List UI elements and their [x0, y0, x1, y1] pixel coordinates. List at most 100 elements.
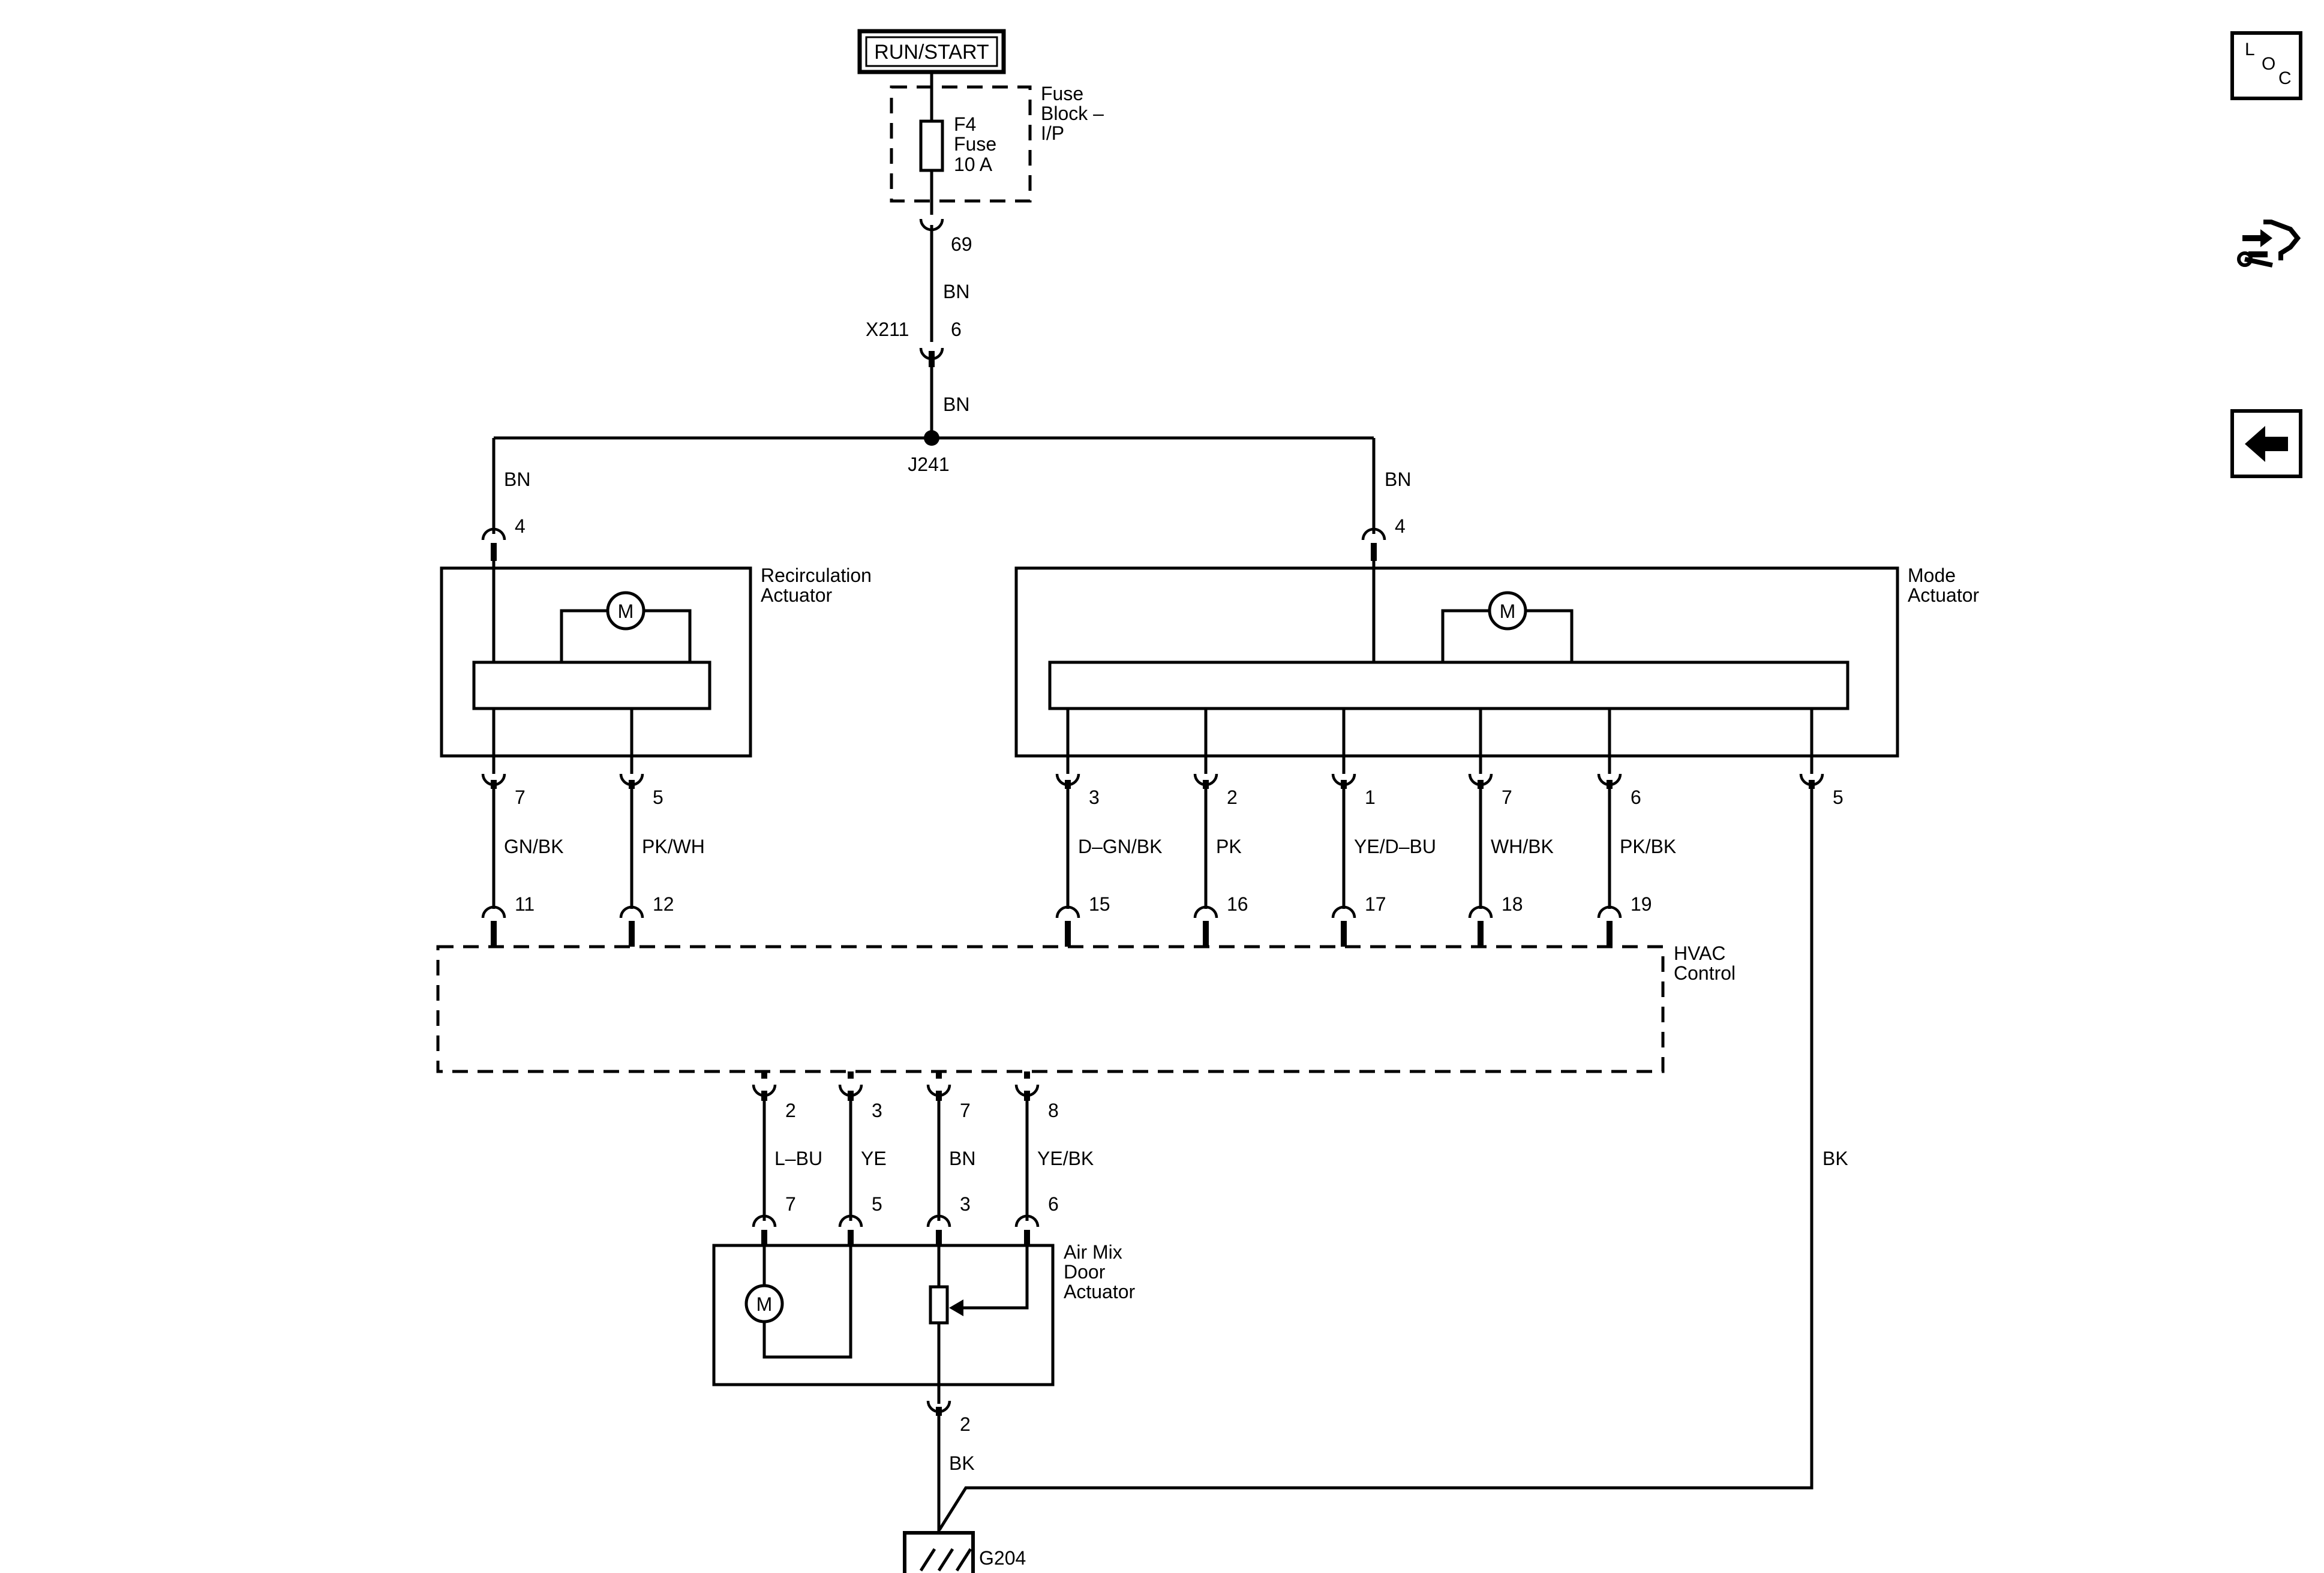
mode-ground-pin: 5	[1833, 786, 1843, 808]
fuse-word: Fuse	[954, 133, 996, 155]
air-mix-actuator: M Air Mix Door Actuator	[712, 1241, 1136, 1404]
connector-x211	[919, 347, 944, 438]
mode-feed	[1361, 438, 1386, 662]
fuse-block-name-2: Block –	[1041, 103, 1104, 124]
mode-out-pin: 3	[1089, 786, 1100, 808]
recirc-out-pin-2: 5	[653, 786, 663, 808]
air-mix-ground-color: BK	[949, 1452, 975, 1474]
mode-ground-wire	[938, 709, 1824, 1531]
hvac-control: HVAC Control	[436, 942, 1736, 1073]
loc-letter-l: L	[2245, 40, 2255, 59]
air-mix-name-2: Door	[1064, 1261, 1106, 1283]
mode-hvac-pin: 16	[1227, 893, 1248, 915]
mode-hvac-pin: 18	[1502, 893, 1523, 915]
recirc-feed-color: BN	[504, 469, 530, 490]
loc-letter-c: C	[2278, 68, 2292, 88]
mode-out-color: PK/BK	[1620, 836, 1676, 857]
air-mix-wire-color: BN	[949, 1148, 975, 1169]
mode-output-4: 7WH/BK 18	[1468, 709, 1554, 947]
recirc-out-pin-1: 7	[515, 786, 526, 808]
recirc-actuator: M Recirculation Actuator	[440, 565, 872, 774]
wrench-arrows-icon	[2237, 220, 2301, 268]
splice-name: J241	[908, 454, 949, 475]
fuse-icon	[919, 119, 944, 172]
hvac-lower-pin: 8	[1048, 1100, 1059, 1121]
recirc-feed	[481, 438, 506, 662]
recirc-out-color-1: GN/BK	[504, 836, 564, 857]
loc-letter-o: O	[2262, 54, 2276, 74]
connector-name: X211	[866, 319, 909, 340]
left-arrow-icon	[2245, 426, 2288, 462]
air-mix-pin: 5	[872, 1193, 882, 1215]
feed-wire-color-upper: BN	[943, 281, 969, 302]
mode-hvac-pin: 15	[1089, 893, 1110, 915]
recirc-name-1: Recirculation	[761, 565, 872, 586]
run-start-label: RUN/START	[874, 41, 989, 64]
air-mix-pin: 3	[960, 1193, 971, 1215]
mode-out-pin: 7	[1502, 786, 1512, 808]
mode-outputs: 3D–GN/BK152PK161YE/D–BU177WH/BK186PK/BK1…	[1055, 709, 1676, 947]
recirc-hvac-pin-1: 11	[515, 893, 535, 915]
loc-button[interactable]: L O C	[2230, 31, 2302, 100]
mode-feed-color: BN	[1385, 469, 1411, 490]
ground-symbol-icon	[903, 1531, 975, 1573]
hvac-lower-pin: 3	[872, 1100, 882, 1121]
air-mix-motor-label: M	[756, 1293, 773, 1315]
mode-output-1: 3D–GN/BK 15	[1055, 709, 1162, 947]
hvac-name-1: HVAC	[1674, 942, 1726, 964]
air-mix-ground-pin: 2	[960, 1413, 971, 1435]
air-mix-name-1: Air Mix	[1064, 1241, 1122, 1263]
recirc-output-2	[619, 773, 644, 947]
mode-out-color: WH/BK	[1491, 836, 1554, 857]
recirc-output-1	[481, 773, 506, 947]
mode-feed-pin: 4	[1395, 515, 1406, 537]
fuse-block: F4 Fuse 10 A Fuse Block – I/P	[890, 72, 1104, 215]
connector-pin: 6	[951, 319, 962, 340]
mode-motor-icon	[1488, 591, 1527, 631]
run-start-box: RUN/START	[857, 29, 1006, 74]
service-info-button[interactable]	[2230, 211, 2302, 280]
hvac-lower-pin: 2	[785, 1100, 796, 1121]
air-mix-wire-color: L–BU	[774, 1148, 822, 1169]
air-mix-name-3: Actuator	[1064, 1281, 1136, 1302]
recirc-motor-label: M	[618, 601, 634, 622]
mode-name-1: Mode	[1908, 565, 1956, 586]
fuse-block-name-3: I/P	[1041, 122, 1064, 144]
fuse-output-pin: 69	[951, 233, 972, 255]
hvac-lower-pin: 7	[960, 1100, 971, 1121]
recirc-name-2: Actuator	[761, 584, 833, 606]
fuse-id: F4	[954, 113, 976, 135]
mode-output-3: 1YE/D–BU 17	[1331, 709, 1436, 947]
air-mix-wire-3: 7BN 3	[926, 1071, 975, 1257]
splice-j241	[494, 430, 1374, 446]
recirc-out-color-2: PK/WH	[642, 836, 705, 857]
mode-out-color: PK	[1216, 836, 1242, 857]
air-mix-wire-color: YE/BK	[1037, 1148, 1094, 1169]
mode-ground-color: BK	[1822, 1148, 1848, 1169]
mode-out-pin: 1	[1365, 786, 1376, 808]
recirc-feed-pin: 4	[515, 515, 526, 537]
feed-wire-color-lower: BN	[943, 394, 969, 415]
air-mix-wire-color: YE	[861, 1148, 887, 1169]
recirc-hvac-pin-2: 12	[653, 893, 674, 915]
air-mix-wire-4: 8YE/BK 6	[1014, 1071, 1094, 1257]
fuse-rating: 10 A	[954, 154, 993, 175]
terminal-69	[919, 218, 944, 342]
hvac-name-2: Control	[1674, 962, 1736, 984]
mode-out-color: D–GN/BK	[1078, 836, 1162, 857]
mode-out-color: YE/D–BU	[1354, 836, 1436, 857]
mode-actuator: M Mode Actuator	[1014, 565, 1980, 758]
air-mix-pin: 7	[785, 1193, 796, 1215]
air-mix-pin: 6	[1048, 1193, 1059, 1215]
air-mix-ground	[926, 1400, 951, 1533]
mode-hvac-pin: 19	[1631, 893, 1652, 915]
air-mix-wire-2: 3YE 5	[838, 1071, 887, 1257]
mode-motor-label: M	[1500, 601, 1516, 622]
mode-hvac-pin: 17	[1365, 893, 1386, 915]
back-button[interactable]	[2230, 409, 2302, 478]
mode-name-2: Actuator	[1908, 584, 1980, 606]
air-mix-sensor-icon	[929, 1285, 949, 1325]
